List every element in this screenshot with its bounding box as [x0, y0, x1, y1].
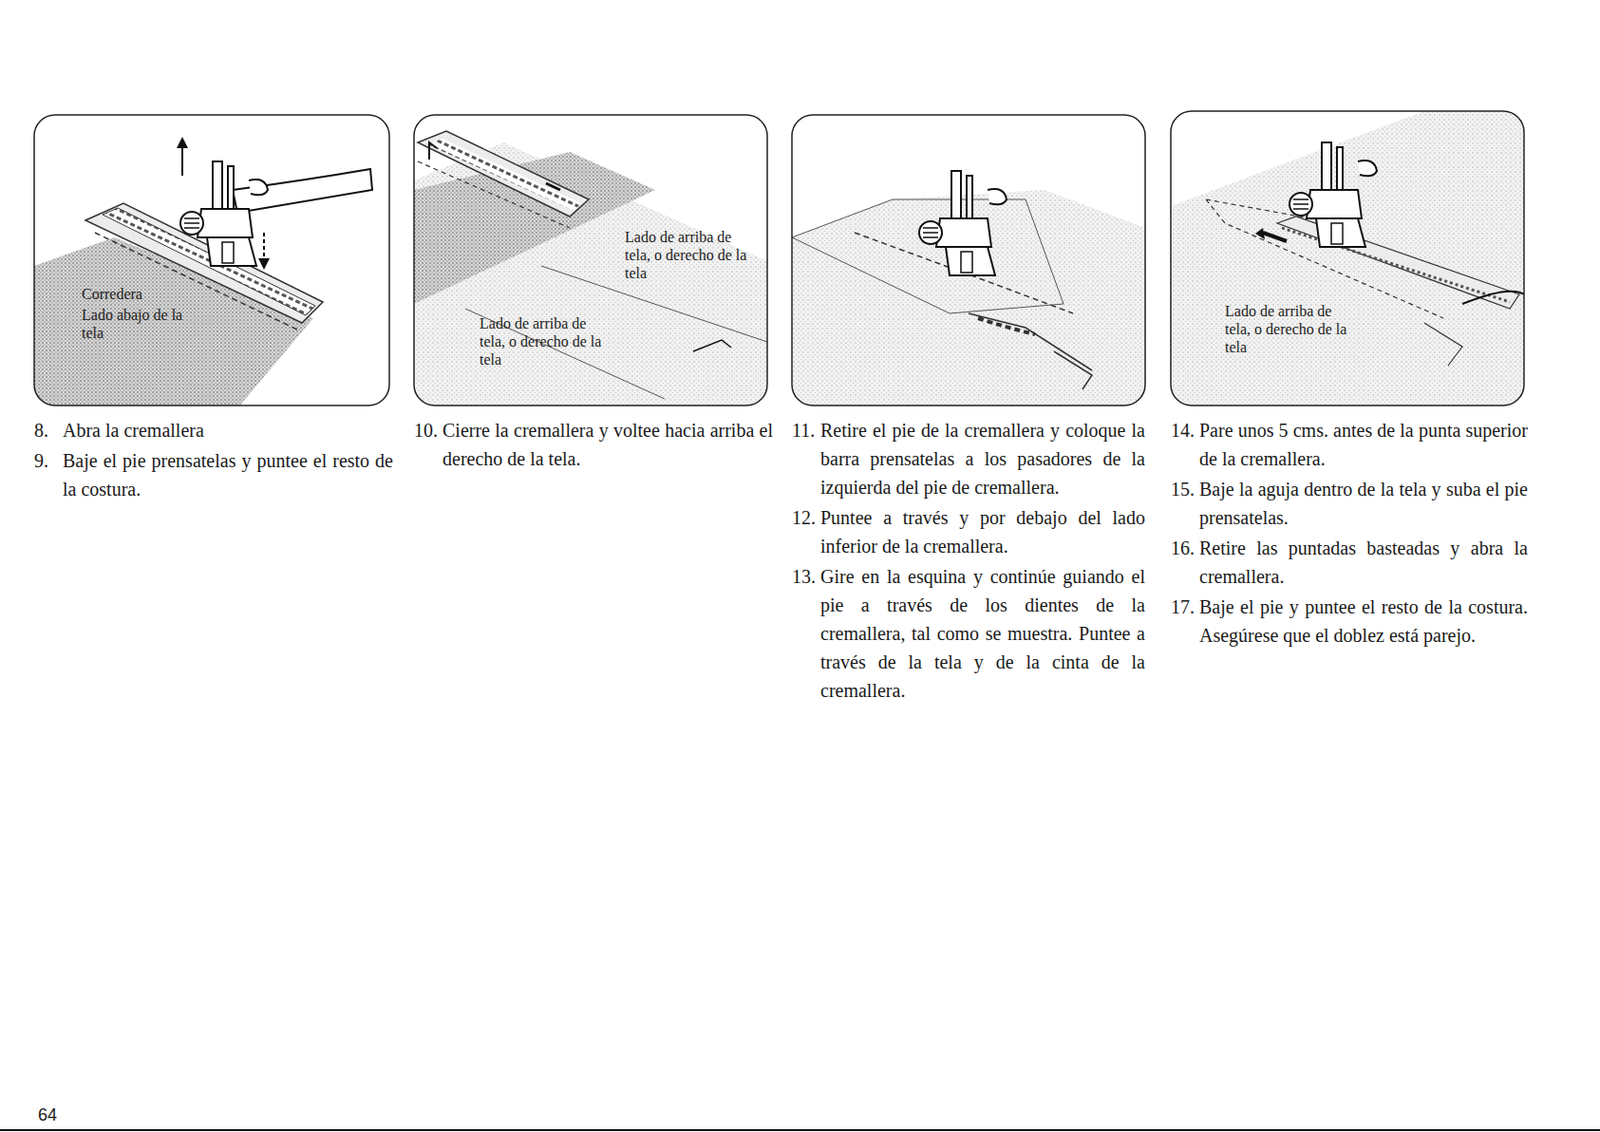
instruction-step: 16.Retire las puntadas basteadas y abra … — [1170, 533, 1528, 591]
instruction-column: 11.Retire el pie de la cremallera y colo… — [791, 415, 1146, 707]
step-text: Baje el pie prensatelas y puntee el rest… — [62, 446, 394, 504]
instruction-column: 8.Abra la cremallera9.Baje el pie prensa… — [34, 415, 394, 506]
step-text: Baje el pie y puntee el resto de la cost… — [1199, 592, 1528, 650]
instruction-step: 9.Baje el pie prensatelas y puntee el re… — [34, 446, 394, 504]
instruction-step: 12.Puntee a través y por debajo del lado… — [791, 503, 1146, 561]
instruction-step: 15.Baje la aguja dentro de la tela y sub… — [1170, 474, 1528, 532]
panel-2-art — [414, 114, 768, 406]
step-number: 14. — [1170, 415, 1200, 473]
step-number: 10. — [414, 415, 443, 473]
step-number: 11. — [791, 415, 821, 502]
instruction-step: 13.Gire en la esquina y continúe guiando… — [791, 562, 1146, 705]
step-number: 15. — [1170, 474, 1200, 532]
step-text: Gire en la esquina y continúe guiando el… — [820, 562, 1146, 705]
fabric-label: Lado de arriba de tela, o derecho de la … — [479, 314, 603, 369]
instruction-step: 14.Pare unos 5 cms. antes de la punta su… — [1170, 415, 1528, 473]
page-rule — [0, 1129, 1600, 1131]
panel-3-art — [791, 114, 1146, 406]
step-number: 9. — [34, 446, 63, 504]
step-number: 12. — [791, 503, 821, 561]
step-text: Puntee a través y por debajo del lado in… — [820, 503, 1146, 561]
step-number: 16. — [1170, 533, 1200, 591]
step-text: Cierre la cremallera y voltee hacia arri… — [442, 415, 773, 473]
panel-4-art — [1170, 111, 1525, 406]
instruction-step: 17.Baje el pie y puntee el resto de la c… — [1170, 592, 1528, 650]
step-text: Retire el pie de la cremallera y coloque… — [820, 415, 1146, 502]
instruction-step: 10.Cierre la cremallera y voltee hacia a… — [414, 415, 773, 473]
panel-frame — [414, 114, 768, 406]
step-text: Baje la aguja dentro de la tela y suba e… — [1199, 474, 1528, 532]
panel-frame — [791, 114, 1146, 406]
fabric-right-side — [1170, 111, 1525, 406]
instruction-column: 14.Pare unos 5 cms. antes de la punta su… — [1170, 415, 1528, 652]
panel-frame — [1170, 111, 1525, 406]
step-number: 13. — [791, 562, 821, 705]
fabric-label: Corredera — [81, 284, 187, 303]
fabric-label: Lado de arriba de tela, o derecho de la … — [1224, 301, 1349, 357]
page-number: 64 — [37, 1105, 57, 1126]
step-text: Retire las puntadas basteadas y abra la … — [1199, 533, 1528, 591]
step-number: 8. — [34, 415, 63, 445]
instruction-step: 11.Retire el pie de la cremallera y colo… — [791, 415, 1146, 502]
fabric-label: Lado de arriba de tela, o derecho de la … — [624, 227, 749, 283]
instruction-column: 10.Cierre la cremallera y voltee hacia a… — [414, 415, 773, 475]
step-text: Abra la cremallera — [62, 415, 394, 445]
step-text: Pare unos 5 cms. antes de la punta super… — [1199, 415, 1528, 473]
fabric-right-side — [414, 142, 768, 406]
instruction-step: 8.Abra la cremallera — [34, 415, 394, 445]
fabric-label: Lado abajo de la tela — [81, 305, 187, 342]
panel-frame — [34, 114, 390, 406]
step-number: 17. — [1170, 592, 1200, 650]
panel-1-art — [34, 114, 390, 406]
